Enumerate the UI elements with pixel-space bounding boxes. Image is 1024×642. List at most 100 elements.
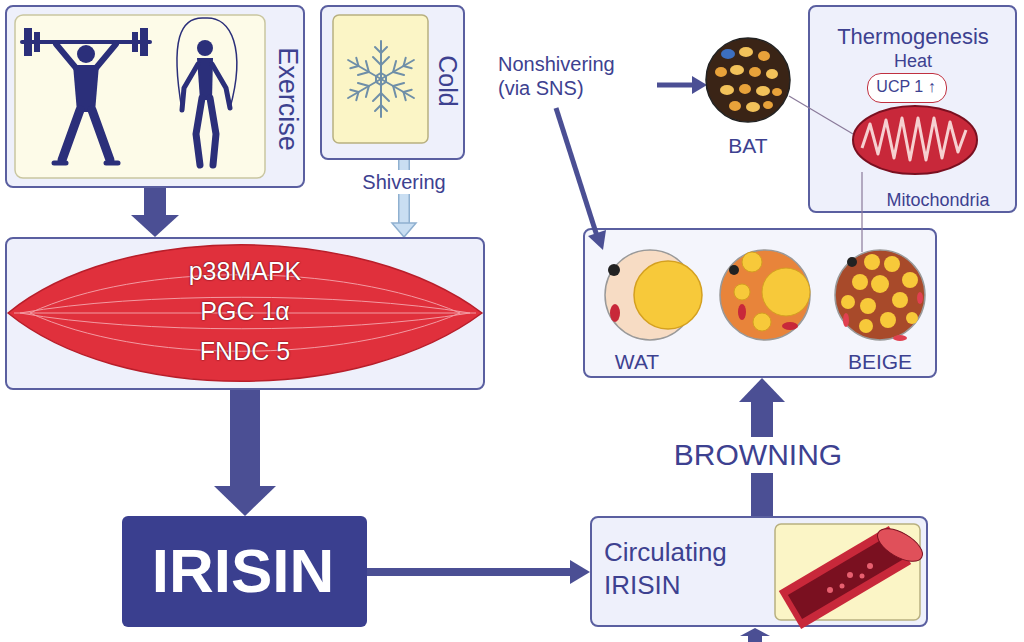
snowflake-icon-part xyxy=(344,72,385,105)
node-text: Cold xyxy=(434,55,463,106)
jump-rope-figure-part xyxy=(210,98,216,165)
arrow-shaft xyxy=(230,390,260,487)
blood-vessel-picture-part xyxy=(790,545,900,610)
beige-cell-part xyxy=(917,292,923,304)
muscle-drawing-part xyxy=(20,297,470,313)
arrow-head xyxy=(570,560,590,584)
protein-pill: UCP 1 ↑ xyxy=(867,73,947,103)
node-text: Exercise xyxy=(271,47,302,151)
bat-cell-part xyxy=(756,86,770,96)
bat-cell-part xyxy=(749,67,761,77)
weightlifter-figure-part xyxy=(56,44,76,68)
snowflake-icon-part xyxy=(373,41,389,79)
stimulus-box: Cold xyxy=(320,5,465,160)
jump-rope-figure-part xyxy=(197,40,213,56)
jump-rope-figure-part xyxy=(177,18,237,110)
arrow-head xyxy=(739,378,785,402)
weightlifter-figure-part xyxy=(77,45,95,63)
arrow-head xyxy=(131,215,179,237)
weightlifter-figure-part xyxy=(62,110,80,160)
mitochondria-drawing xyxy=(853,106,977,174)
exercise-panel-part xyxy=(15,15,265,178)
flow-arrow xyxy=(131,188,179,237)
blood-vessel-picture-part xyxy=(872,522,927,568)
blood-vessel-picture-part xyxy=(827,587,833,593)
node-text: PGC 1α xyxy=(200,297,289,326)
adipose-group: WATBEIGE xyxy=(583,228,937,378)
exercise-panel xyxy=(15,15,265,178)
beige-cell-part xyxy=(864,254,880,270)
node-text: Circulating IRISIN xyxy=(604,536,769,601)
beige-cell-part xyxy=(860,298,876,314)
leader-line xyxy=(789,96,862,252)
wat-cell xyxy=(605,250,702,340)
bat-cell-part xyxy=(739,84,751,94)
weightlifter-figure-part xyxy=(96,44,116,68)
intermediate-cell-part xyxy=(729,265,739,275)
weightlifter-figure xyxy=(22,28,150,163)
intermediate-cell xyxy=(720,250,810,340)
snowflake-icon-part xyxy=(373,79,389,117)
node-text: BAT xyxy=(728,134,767,158)
beige-cell-part xyxy=(841,295,855,309)
wat-cell-part xyxy=(605,250,695,340)
arrow-shaft xyxy=(367,568,571,576)
intermediate-cell-part xyxy=(762,268,810,316)
incoming-arrow-part xyxy=(740,628,770,636)
beige-cell-part xyxy=(884,256,900,272)
jump-rope-figure-part xyxy=(196,98,202,165)
cell-node: WAT xyxy=(603,248,699,376)
wat-cell-part xyxy=(610,304,620,322)
beige-cell-part xyxy=(892,292,908,308)
wat-cell-part xyxy=(608,264,620,276)
muscle-drawing-part xyxy=(14,313,476,314)
beige-cell-part xyxy=(880,312,896,328)
beige-cell-part xyxy=(843,313,849,327)
cold-panel xyxy=(333,15,428,143)
beige-cell-part xyxy=(852,274,868,290)
nonshivering-arrow-part xyxy=(588,230,606,250)
leader-line-part xyxy=(789,96,853,134)
beige-cell-part xyxy=(902,272,918,288)
muscle-drawing-part xyxy=(30,313,460,351)
node-text: Mitochondria xyxy=(886,190,989,211)
node-text: WAT xyxy=(615,350,659,374)
arrow-head xyxy=(214,486,276,516)
bat-cell-part xyxy=(729,101,741,111)
bat-cell-part xyxy=(706,38,790,122)
node-text: Heat xyxy=(894,51,932,72)
bat-cell-part xyxy=(720,85,734,95)
weightlifter-figure-part xyxy=(106,161,118,166)
flow-arrow xyxy=(214,390,276,516)
bat-cell-part xyxy=(730,65,744,75)
muscle-drawing-part xyxy=(30,275,460,313)
snowflake-icon-part xyxy=(376,73,386,85)
intermediate-cell-part xyxy=(734,284,750,300)
blood-vessel-picture-part xyxy=(847,572,853,578)
cell-node: BAT xyxy=(700,36,796,160)
snowflake-icon-part xyxy=(377,72,418,105)
arrow-shaft xyxy=(144,188,166,216)
nonshivering-arrow xyxy=(556,76,707,250)
wat-cell-part xyxy=(634,261,702,329)
blood-vessel-picture xyxy=(775,522,928,620)
beige-cell-part xyxy=(893,335,907,341)
blood-vessel-picture-part xyxy=(867,563,873,569)
beige-cell-part xyxy=(906,312,918,324)
weightlifter-figure-part xyxy=(54,161,66,166)
cold-panel-part xyxy=(333,15,428,143)
snowflake-icon xyxy=(344,41,418,117)
muscle-drawing xyxy=(8,245,482,382)
snowflake-icon-part xyxy=(377,53,418,86)
bat-cell-part xyxy=(758,51,770,61)
snowflake-icon-part xyxy=(344,53,385,86)
intermediate-cell-part xyxy=(782,322,798,330)
weightlifter-figure-part xyxy=(34,32,40,52)
bat-cell-part xyxy=(772,88,782,96)
intermediate-cell-part xyxy=(738,304,746,320)
weightlifter-figure-part xyxy=(73,65,99,112)
intermediate-cell-part xyxy=(753,313,771,331)
bat-cell-part xyxy=(739,47,753,57)
jump-rope-figure-part xyxy=(212,64,230,108)
nonshivering-arrow-part xyxy=(657,83,694,88)
